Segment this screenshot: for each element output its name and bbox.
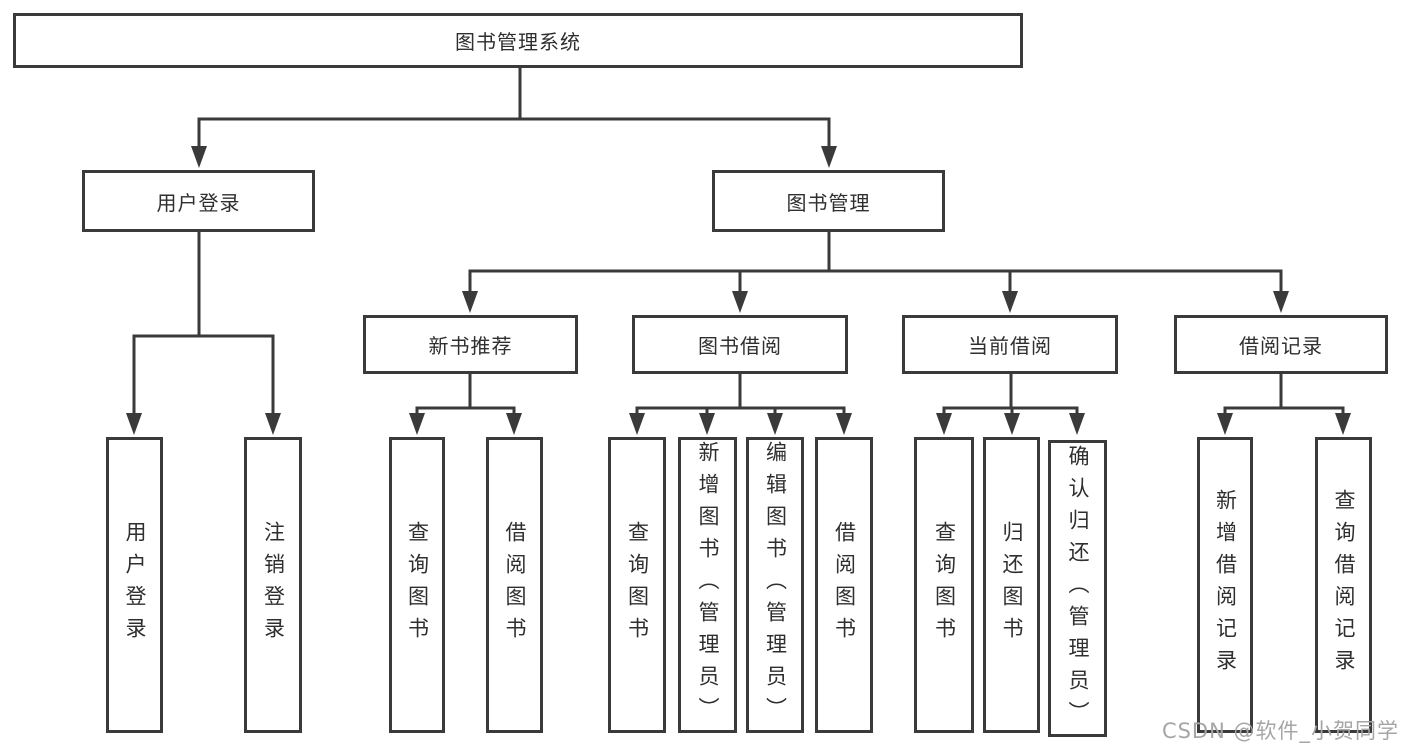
- leaf-label: 新增图书（管理员）: [696, 441, 720, 729]
- leaf-query-books-recommend: 查询图书: [389, 437, 445, 733]
- node-label: 当前借阅: [968, 334, 1052, 358]
- leaf-logout: 注销登录: [244, 437, 302, 733]
- leaf-label: 新增借阅记录: [1213, 489, 1238, 681]
- leaf-label: 用户登录: [123, 521, 147, 649]
- leaf-label: 注销登录: [261, 521, 286, 649]
- leaf-label: 借阅图书: [832, 521, 857, 649]
- leaf-label: 查询图书: [405, 521, 430, 649]
- leaf-label: 查询借阅记录: [1332, 489, 1356, 681]
- node-new-book-recommend: 新书推荐: [363, 315, 578, 374]
- node-book-management: 图书管理: [712, 170, 945, 232]
- node-label: 图书借阅: [698, 334, 782, 358]
- node-book-borrowing: 图书借阅: [632, 315, 848, 374]
- leaf-query-books-borrowing: 查询图书: [608, 437, 666, 733]
- node-label: 用户登录: [156, 190, 241, 215]
- leaf-label: 确认归还（管理员）: [1066, 444, 1090, 733]
- node-label: 新书推荐: [428, 334, 513, 358]
- leaf-query-borrow-record: 查询借阅记录: [1315, 437, 1372, 733]
- node-label: 图书管理: [786, 190, 871, 215]
- leaf-add-book-admin: 新增图书（管理员）: [678, 437, 737, 733]
- node-label: 借阅记录: [1239, 334, 1323, 358]
- leaf-add-borrow-record: 新增借阅记录: [1197, 437, 1253, 733]
- node-root: 图书管理系统: [13, 13, 1023, 68]
- leaf-return-books: 归还图书: [983, 437, 1040, 733]
- leaf-query-books-current: 查询图书: [914, 437, 974, 733]
- leaf-user-login: 用户登录: [106, 437, 163, 733]
- node-borrowing-records: 借阅记录: [1174, 315, 1388, 374]
- leaf-label: 查询图书: [625, 521, 650, 649]
- node-user-login: 用户登录: [82, 170, 315, 232]
- node-current-borrowing: 当前借阅: [902, 315, 1118, 374]
- csdn-watermark: CSDN @软件_小贺同学: [1161, 719, 1399, 743]
- leaf-label: 借阅图书: [503, 521, 527, 649]
- leaf-label: 查询图书: [932, 521, 957, 649]
- leaf-label: 归还图书: [1000, 521, 1024, 649]
- leaf-label: 编辑图书（管理员）: [763, 441, 788, 729]
- leaf-borrow-books-recommend: 借阅图书: [486, 437, 543, 733]
- leaf-confirm-return-admin: 确认归还（管理员）: [1048, 440, 1107, 737]
- node-label: 图书管理系统: [455, 30, 581, 54]
- leaf-edit-book-admin: 编辑图书（管理员）: [746, 437, 804, 733]
- leaf-borrow-books-borrowing: 借阅图书: [815, 437, 873, 733]
